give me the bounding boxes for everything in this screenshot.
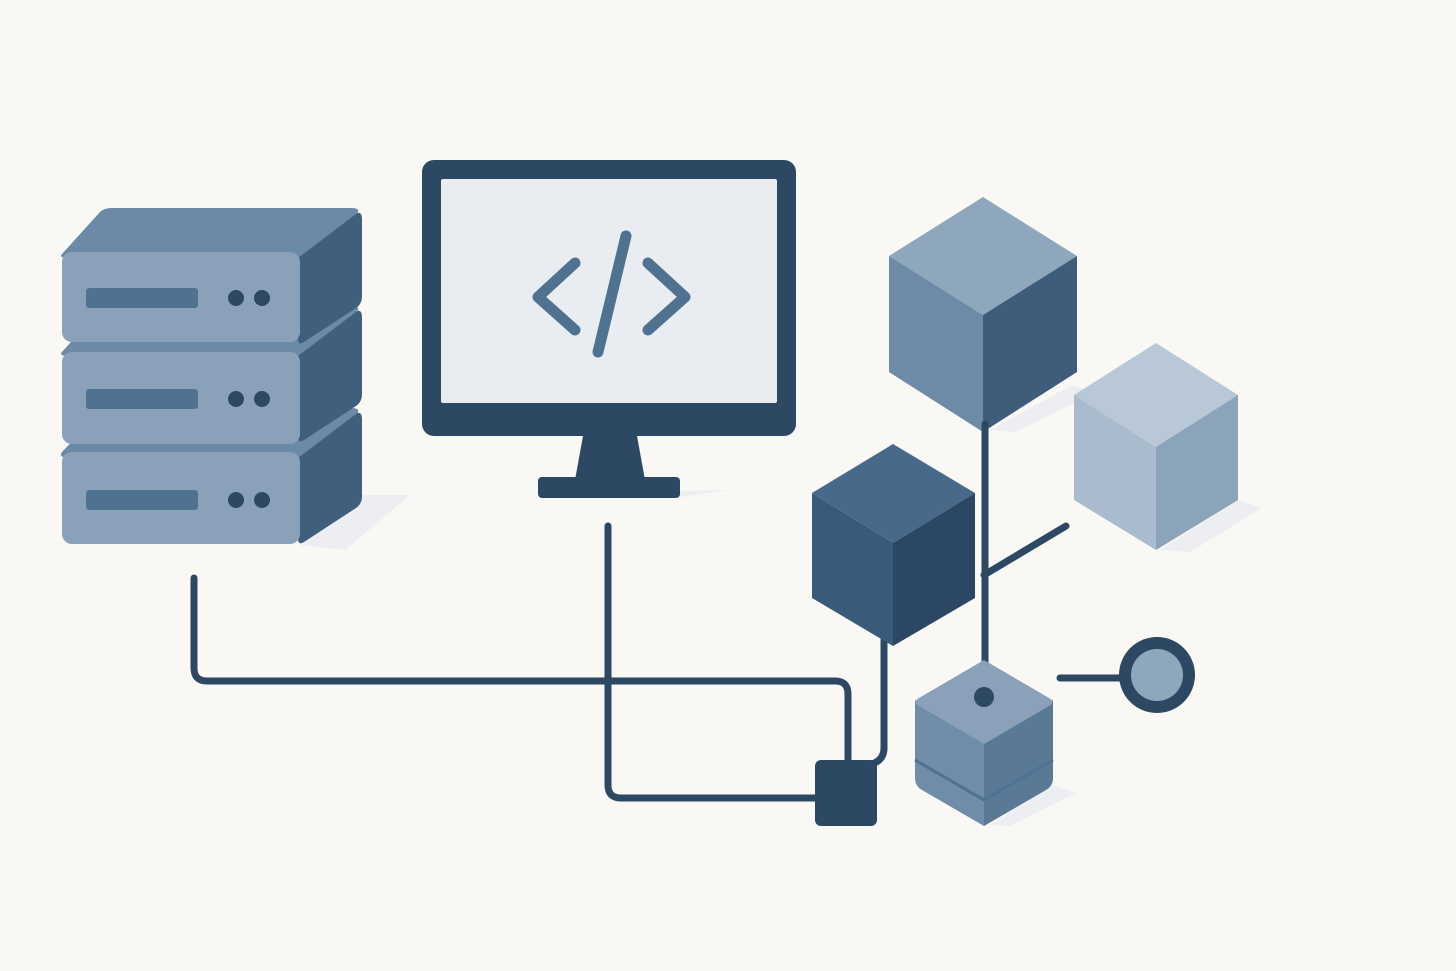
server-unit-bottom-led-2 [254, 492, 270, 508]
cube-small-seam [914, 758, 1054, 802]
server-unit-bottom-side [298, 412, 362, 544]
server-unit-middle-slot [86, 389, 198, 409]
server-unit-top-slot [86, 288, 198, 308]
cube-icon-mid [889, 197, 1077, 432]
server-unit-top-top [61, 208, 359, 258]
code-bracket-right [642, 257, 691, 336]
light-cube-shadow [1160, 500, 1262, 552]
desktop-monitor-icon: </> [422, 160, 796, 498]
server-unit-bottom-led-1 [228, 492, 244, 508]
server-unit-top-led-1 [228, 290, 244, 306]
cube-mid-left [889, 256, 983, 432]
server-unit-bottom-slot [86, 490, 198, 510]
small-cube-shadow [990, 785, 1076, 826]
cube-mid-right [983, 256, 1077, 432]
cable-monitor-to-hub [604, 522, 824, 802]
monitor-base [538, 477, 680, 498]
cable-dark-cube-to-hub [858, 636, 888, 770]
cable-diagonal-branch [980, 522, 1070, 579]
server-unit-top-led-2 [254, 290, 270, 306]
server-stack-icon [61, 208, 362, 544]
mid-cube-shadow [990, 385, 1096, 432]
cube-dark-right [893, 493, 975, 646]
cable-connector-icon [815, 760, 877, 826]
node-circle-inner [1131, 649, 1183, 701]
node-circle-icon [1119, 637, 1195, 713]
server-unit-top [61, 208, 362, 344]
code-bracket-left [532, 257, 581, 336]
cable-server-to-hub [190, 574, 852, 764]
code-brackets-icon: </> [532, 230, 691, 358]
monitor-neck [575, 436, 645, 480]
server-unit-middle-side [298, 310, 362, 442]
cube-icon-dark [812, 444, 975, 646]
cable-network [190, 522, 1128, 802]
cube-light-left [1074, 395, 1156, 550]
cube-light-right [1156, 395, 1238, 550]
server-unit-top-side [298, 212, 362, 344]
server-shadow [300, 495, 410, 550]
cube-small-port [974, 687, 994, 707]
cube-dark-top [812, 444, 975, 543]
cube-icon-light [1074, 343, 1238, 550]
shadows [300, 385, 1262, 826]
cube-icon-small [914, 660, 1054, 826]
code-slash [592, 230, 632, 358]
cube-dark-left [812, 493, 893, 646]
server-unit-middle-led-1 [228, 391, 244, 407]
server-unit-middle-led-2 [254, 391, 270, 407]
